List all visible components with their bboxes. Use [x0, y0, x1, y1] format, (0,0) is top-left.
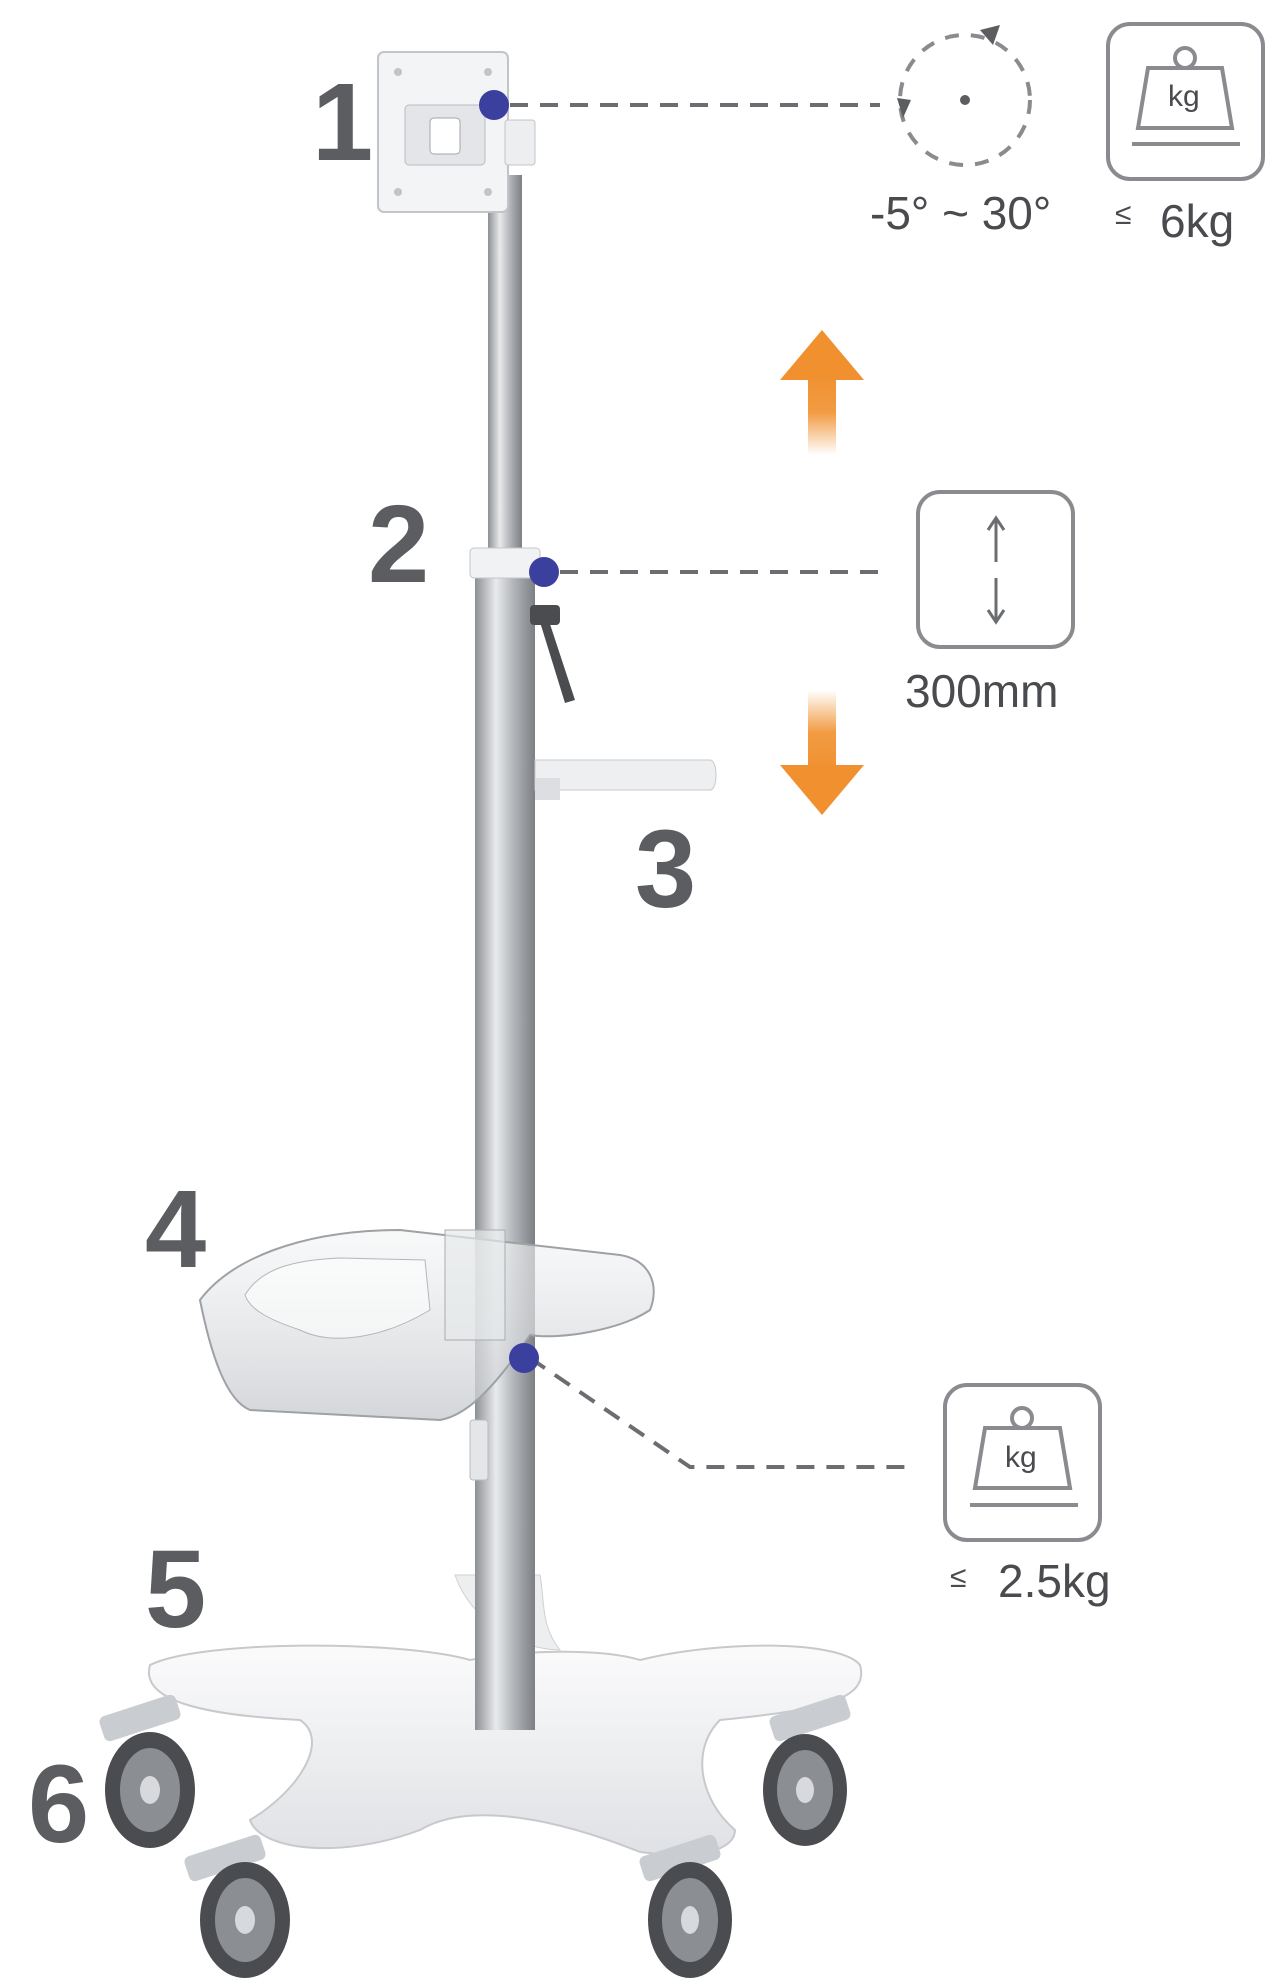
rotate-arrow-icon	[897, 25, 1032, 167]
caster-wheels	[99, 1694, 851, 1978]
up-down-arrow-icon	[916, 490, 1075, 649]
tilt-range-label: -5° ~ 30°	[870, 187, 1052, 239]
marker-dots	[479, 90, 559, 1373]
callout-number-3: 3	[635, 808, 697, 931]
vesa-mount-plate	[377, 51, 536, 213]
load-limit-1: 6kg	[1160, 195, 1235, 247]
weight-icon-label-1: kg	[1168, 80, 1200, 113]
load-limit-4: 2.5kg	[998, 1555, 1111, 1607]
storage-basket	[198, 1228, 655, 1481]
callout-number-6: 6	[28, 1743, 90, 1866]
marker-dot-2	[529, 557, 559, 587]
weight-icon-label-4: kg	[1005, 1441, 1037, 1474]
orange-up-arrow-icon	[780, 330, 864, 455]
le-symbol-1: ≤	[1115, 198, 1132, 231]
weight-scale-icon-4	[943, 1383, 1102, 1542]
callout-number-1: 1	[312, 61, 374, 184]
callout-leader-lines	[510, 103, 905, 1469]
le-symbol-4: ≤	[950, 1561, 967, 1594]
weight-scale-icon-1	[1106, 22, 1265, 181]
callout-number-4: 4	[145, 1168, 207, 1291]
orange-down-arrow-icon	[780, 690, 864, 815]
pole	[469, 175, 541, 1730]
marker-dot-4	[509, 1343, 539, 1373]
height-adjust-lever	[530, 605, 575, 703]
push-handle	[534, 759, 717, 800]
callout-number-2: 2	[368, 483, 430, 606]
callout-number-5: 5	[145, 1528, 207, 1651]
height-adjust-label: 300mm	[905, 665, 1059, 717]
marker-dot-1	[479, 90, 509, 120]
